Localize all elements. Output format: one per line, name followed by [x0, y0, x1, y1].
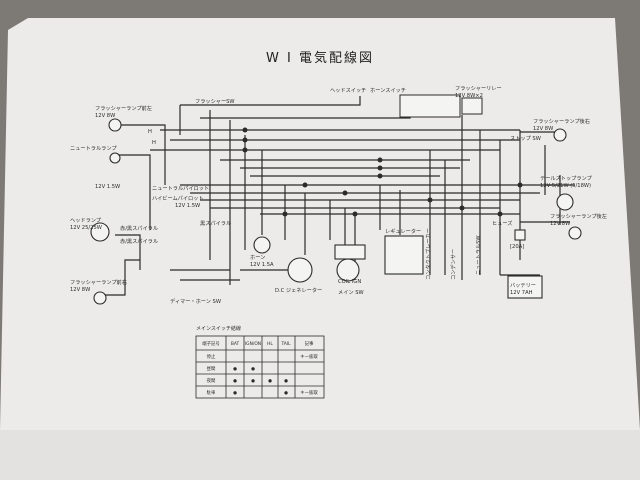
- dc-generator-icon: [287, 257, 313, 283]
- label-contact-breaker: コンタクトブレーカー: [424, 228, 432, 280]
- label-h-switch: H: [152, 140, 156, 146]
- switch-table-row-2-col-1: ●: [233, 379, 237, 384]
- label-flasher-rear-right-spec: 12V 8W: [533, 126, 553, 132]
- paper-edge-shadow: [0, 430, 640, 480]
- label-regulator: レギュレーター: [385, 227, 421, 235]
- label-horn: ホーン: [250, 254, 265, 261]
- switch-table-row-0-col-0: 停止: [207, 353, 216, 360]
- flasher-rear-left-lamp-icon: [568, 226, 582, 240]
- switch-table-row-0-col-5: キー抜取: [300, 353, 318, 360]
- paper-page: [0, 18, 640, 480]
- label-horn-spec: 12V 1.5A: [250, 262, 274, 268]
- regulator-icon: [384, 235, 424, 275]
- switch-table-row-2-col-2: ●: [251, 379, 255, 384]
- switch-table-row-2-col-0: 夜間: [207, 377, 216, 384]
- label-neutral-lamp-spec: 12V 1.5W: [95, 184, 120, 190]
- label-ign-coil: COIL IGN: [338, 279, 361, 285]
- flasher-front-left-lamp-icon: [108, 118, 122, 132]
- label-main-sw: メイン SW: [338, 290, 364, 296]
- ign-coil-icon: [336, 258, 360, 282]
- label-top-3-spec: 12V 8W×2: [455, 93, 483, 99]
- connector-dots: [242, 127, 523, 217]
- label-condenser: コンデンサー: [449, 249, 457, 280]
- switch-table-row-2-col-3: ●: [268, 379, 272, 384]
- label-tail-stop-lamp-spec: 12V 5/21W (5/18W): [540, 183, 591, 189]
- switch-table-header-1: BAT: [231, 341, 240, 347]
- switch-table-grid: [195, 335, 325, 399]
- label-dimmer-horn-sw: ディマー・ホーン SW: [170, 297, 221, 305]
- flasher-rear-right-lamp-icon: [553, 128, 567, 142]
- switch-table-row-1-col-0: 昼間: [207, 366, 216, 372]
- switch-table-row-3-col-5: キー抜取: [300, 389, 318, 396]
- label-flasher-front-left: フラッシャーランプ前左: [95, 104, 152, 112]
- label-battery-spec: 12V 7AH: [510, 290, 533, 296]
- switch-table-row-3-col-1: ●: [233, 391, 237, 396]
- battery-icon: [507, 275, 543, 299]
- label-flasher-front-left-spec: 12V 8W: [95, 113, 115, 119]
- label-red-tube-left: 赤/黒スパイラル: [120, 225, 158, 232]
- label-flasher-rear-right: フラッシャーランプ後右: [533, 117, 590, 125]
- neutral-lamp-icon: [109, 152, 121, 164]
- headlamp-icon: [90, 222, 110, 242]
- label-flasher-front-right-spec: 12V 8W: [70, 287, 90, 293]
- switch-table-header-2: IGN/ON: [245, 341, 261, 347]
- label-red-tube-right: 赤/黒スパイラル: [120, 238, 158, 245]
- label-top-3: フラッシャーリレー: [455, 85, 502, 92]
- label-headlamp-spec: 12V 25/25W: [70, 225, 102, 231]
- switch-table-header-0: 端子記号: [202, 340, 220, 347]
- switch-table-row-3-col-0: 駐車: [207, 389, 216, 396]
- tail-lamp-icon: [556, 193, 574, 211]
- label-h-bulb: H: [148, 129, 152, 135]
- label-high-beam-pilot: ハイビームパイロット: [152, 194, 204, 202]
- main-switch-icon: [334, 244, 366, 260]
- lamp-symbols: [90, 118, 582, 305]
- switch-table-caption: メインスイッチ結線: [196, 325, 241, 332]
- page-title: W I 電気配線図: [266, 50, 374, 66]
- label-neutral-lamp: ニュートラルランプ: [70, 145, 117, 152]
- label-fuse: ヒューズ: [492, 219, 513, 227]
- label-flasher-front-right: フラッシャーランプ前右: [70, 278, 127, 286]
- label-headlamp: ヘッドランプ: [70, 217, 102, 224]
- label-flasher-rear-left: フラッシャーランプ後左: [550, 212, 607, 220]
- label-battery: バッテリー: [510, 282, 536, 289]
- label-top-1: ヘッドスイッチ: [330, 87, 366, 94]
- label-top-2: ホーンスイッチ: [370, 87, 406, 94]
- switch-table-row-1-col-2: ●: [251, 367, 255, 372]
- switch-table-header-5: 記事: [305, 340, 314, 347]
- switch-table-cells: 端子記号 BAT IGN/ON HL TAIL 記事 停止 キー抜取 昼間 ● …: [202, 340, 318, 396]
- label-tail-stop-lamp: テールストップランプ: [540, 175, 593, 182]
- fuse-icon: [514, 229, 526, 241]
- label-high-beam-pilot-spec: 12V 1.5W: [175, 203, 200, 209]
- label-dc-generator: D.C ジェネレーター: [275, 286, 322, 294]
- label-blk-tube: 黒スパイラル: [200, 220, 231, 227]
- label-neutral-pilot: ニュートラルパイロット: [152, 185, 209, 192]
- label-flasher-rear-left-spec: 12V 8W: [550, 221, 570, 227]
- label-stop-sw: ストップ SW: [510, 135, 541, 142]
- label-fuse-spec: [20A]: [510, 244, 524, 250]
- switch-table-row-3-col-4: ●: [284, 391, 288, 396]
- flasher-front-right-lamp-icon: [93, 291, 107, 305]
- label-cutout-sw: ニュートラルSW: [475, 235, 482, 275]
- switch-table-header-3: HL: [267, 341, 273, 347]
- switch-table-row-2-col-4: ●: [284, 379, 288, 384]
- switch-table-header-4: TAIL: [280, 341, 291, 347]
- top-switch-block: [399, 94, 483, 118]
- horn-icon: [253, 236, 271, 254]
- label-flasher-sw: フラッシャーSW: [195, 98, 235, 105]
- switch-table-row-1-col-1: ●: [233, 367, 237, 372]
